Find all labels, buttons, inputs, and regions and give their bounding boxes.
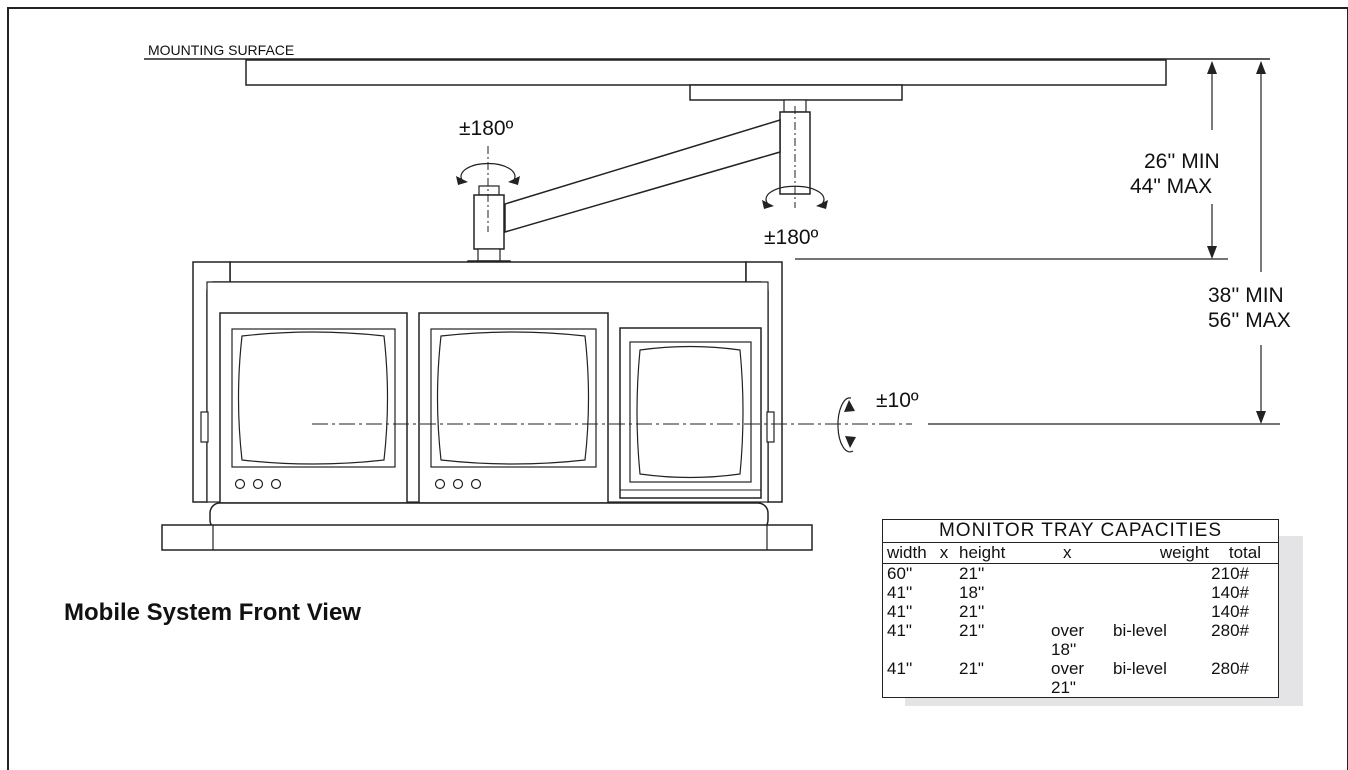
view-title: Mobile System Front View bbox=[64, 599, 361, 626]
rotation-label-top-right: ±180º bbox=[764, 226, 819, 249]
cell-height: 21'' bbox=[959, 564, 985, 583]
swing-arm bbox=[504, 118, 781, 233]
table-row: 41'' 18'' 140# bbox=[883, 583, 1278, 602]
cell-extra1 bbox=[1051, 583, 1113, 602]
rotation-label-top-left: ±180º bbox=[459, 117, 514, 140]
cell-extra2 bbox=[1113, 602, 1203, 621]
cell-extra2: bi-level bbox=[1113, 621, 1167, 640]
header-weight: weight bbox=[1159, 543, 1209, 562]
table-row: 41" 21'' over 18'' bi-level 280# bbox=[883, 621, 1278, 659]
tray-top-bar bbox=[229, 261, 747, 283]
header-x1: x bbox=[939, 543, 949, 562]
cell-height: 21" bbox=[959, 659, 984, 678]
table-row: 41'' 21'' 140# bbox=[883, 602, 1278, 621]
table-title: MONITOR TRAY CAPACITIES bbox=[883, 520, 1278, 543]
tray-base bbox=[161, 524, 813, 551]
dim2-arrow-top bbox=[1256, 61, 1266, 74]
table-header: width x height x weight total bbox=[883, 543, 1278, 564]
cell-total: 280# bbox=[1211, 659, 1249, 678]
capacity-table: MONITOR TRAY CAPACITIES width x height x… bbox=[882, 519, 1279, 698]
arrowhead-left-b bbox=[508, 176, 520, 185]
monitor-1-knob-2 bbox=[252, 478, 264, 490]
arrowhead-right-a bbox=[762, 200, 774, 209]
dim1-min-label: 26'' MIN bbox=[1144, 150, 1220, 173]
monitor-2-knob-1 bbox=[434, 478, 446, 490]
cell-total: 210# bbox=[1211, 564, 1249, 583]
ceiling-mount-block bbox=[689, 84, 903, 101]
monitor-2-screen bbox=[436, 331, 590, 465]
cell-extra1 bbox=[1051, 602, 1113, 621]
table-body: 60'' 21'' 210# 41'' 18'' 140# 41'' 21'' 140# 41" 2… bbox=[883, 564, 1278, 697]
cell-spacer bbox=[933, 621, 949, 659]
table-row: 60'' 21'' 210# bbox=[883, 564, 1278, 583]
dim2-min-label: 38'' MIN bbox=[1208, 284, 1284, 307]
table-row: 41'' 21" over 21" bi-level 280# bbox=[883, 659, 1278, 697]
cell-width: 41'' bbox=[887, 583, 913, 602]
cell-extra1 bbox=[1051, 564, 1113, 583]
page-border bbox=[7, 7, 1348, 770]
monitor-1-screen bbox=[237, 331, 389, 465]
tilt-arrowhead-a bbox=[844, 400, 855, 412]
cell-total: 280# bbox=[1211, 621, 1249, 640]
cell-width: 41" bbox=[887, 621, 912, 640]
cell-width: 41'' bbox=[887, 659, 913, 678]
arrowhead-right-b bbox=[816, 200, 828, 209]
cell-total: 140# bbox=[1211, 583, 1249, 602]
post-left-collar bbox=[477, 248, 501, 262]
mounting-surface-label: MOUNTING SURFACE bbox=[148, 42, 294, 58]
cell-extra1: over 18'' bbox=[1051, 621, 1085, 659]
monitor-1-knob-1 bbox=[234, 478, 246, 490]
cell-height: 21'' bbox=[959, 602, 985, 621]
cell-spacer bbox=[933, 659, 949, 697]
monitor-2-knob-3 bbox=[470, 478, 482, 490]
cell-width: 41'' bbox=[887, 602, 913, 621]
cell-total: 140# bbox=[1211, 602, 1249, 621]
cell-extra2 bbox=[1113, 564, 1203, 583]
cell-spacer bbox=[933, 602, 949, 621]
cell-spacer bbox=[933, 583, 949, 602]
header-width: width bbox=[887, 543, 927, 562]
cell-extra1: over 21" bbox=[1051, 659, 1085, 697]
dim2-max-label: 56'' MAX bbox=[1208, 309, 1291, 332]
arrowhead-left-a bbox=[456, 176, 468, 185]
tilt-arrow-icon bbox=[837, 397, 854, 453]
rotation-arrow-right-icon bbox=[765, 185, 825, 205]
side-clip-left bbox=[200, 411, 209, 443]
post-cap-left bbox=[478, 185, 500, 196]
header-height: height bbox=[959, 543, 1006, 562]
tilt-arrowhead-b bbox=[845, 436, 856, 448]
dim1-arrow-bottom bbox=[1207, 246, 1217, 259]
dim1-max-label: 44" MAX bbox=[1130, 175, 1212, 198]
cell-width: 60'' bbox=[887, 564, 913, 583]
dim2-arrow-bottom bbox=[1256, 411, 1266, 424]
cell-extra2: bi-level bbox=[1113, 659, 1167, 678]
monitor-2-knob-2 bbox=[452, 478, 464, 490]
side-clip-right bbox=[766, 411, 775, 443]
cell-height: 21'' bbox=[959, 621, 985, 640]
header-total: total bbox=[1228, 543, 1261, 562]
post-left bbox=[473, 194, 505, 250]
dim1-arrow-top bbox=[1207, 61, 1217, 74]
header-x2: x bbox=[1063, 543, 1072, 562]
cell-height: 18'' bbox=[959, 583, 985, 602]
tilt-label: ±10º bbox=[876, 389, 919, 412]
rotation-arrow-left-icon bbox=[460, 162, 516, 181]
cell-extra2 bbox=[1113, 583, 1203, 602]
cell-spacer bbox=[933, 564, 949, 583]
ceiling-plate bbox=[245, 59, 1167, 86]
monitor-3-screen bbox=[636, 345, 744, 479]
monitor-1-knob-3 bbox=[270, 478, 282, 490]
